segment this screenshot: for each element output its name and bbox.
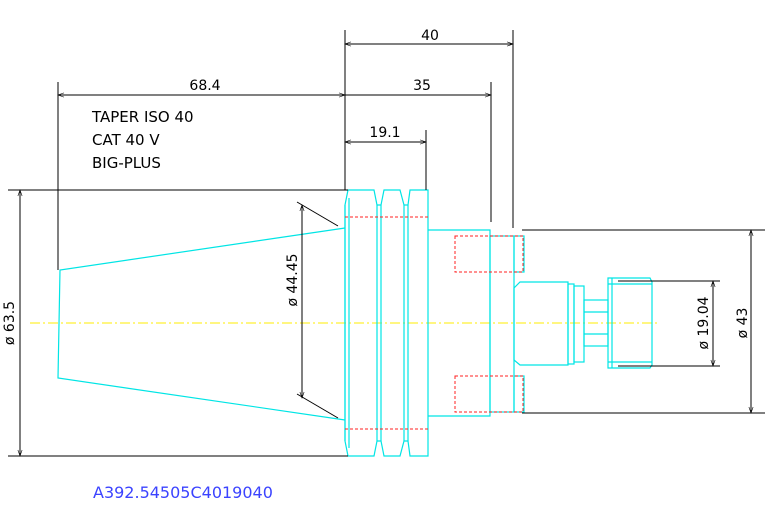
- face-plate: [489, 235, 515, 413]
- extension-lines: [8, 30, 765, 457]
- hidden-lines: [345, 216, 524, 430]
- shank: [513, 281, 569, 366]
- flange-outline: [344, 189, 429, 457]
- nose: [607, 277, 653, 369]
- dim-taper-diameter: ø 44.45: [285, 253, 301, 306]
- dim-body-diameter: ø 43: [735, 308, 751, 339]
- note-big-plus: BIG-PLUS: [92, 154, 161, 172]
- dim-gauge-length: 68.4: [189, 78, 220, 94]
- dim-flange-diameter: ø 63.5: [2, 301, 18, 345]
- dim-flange-to-face: 35: [413, 78, 431, 94]
- part-number: A392.54505C4019040: [93, 483, 273, 502]
- dim-flange-width: 19.1: [369, 125, 400, 141]
- taper-cone: [57, 227, 346, 421]
- note-taper: TAPER ISO 40: [91, 108, 194, 126]
- dimension-lines: [17, 41, 754, 457]
- dim-overall-length: 40: [421, 28, 439, 44]
- note-cat: CAT 40 V: [92, 131, 160, 149]
- dim-bore-diameter: ø 19.04: [696, 296, 712, 349]
